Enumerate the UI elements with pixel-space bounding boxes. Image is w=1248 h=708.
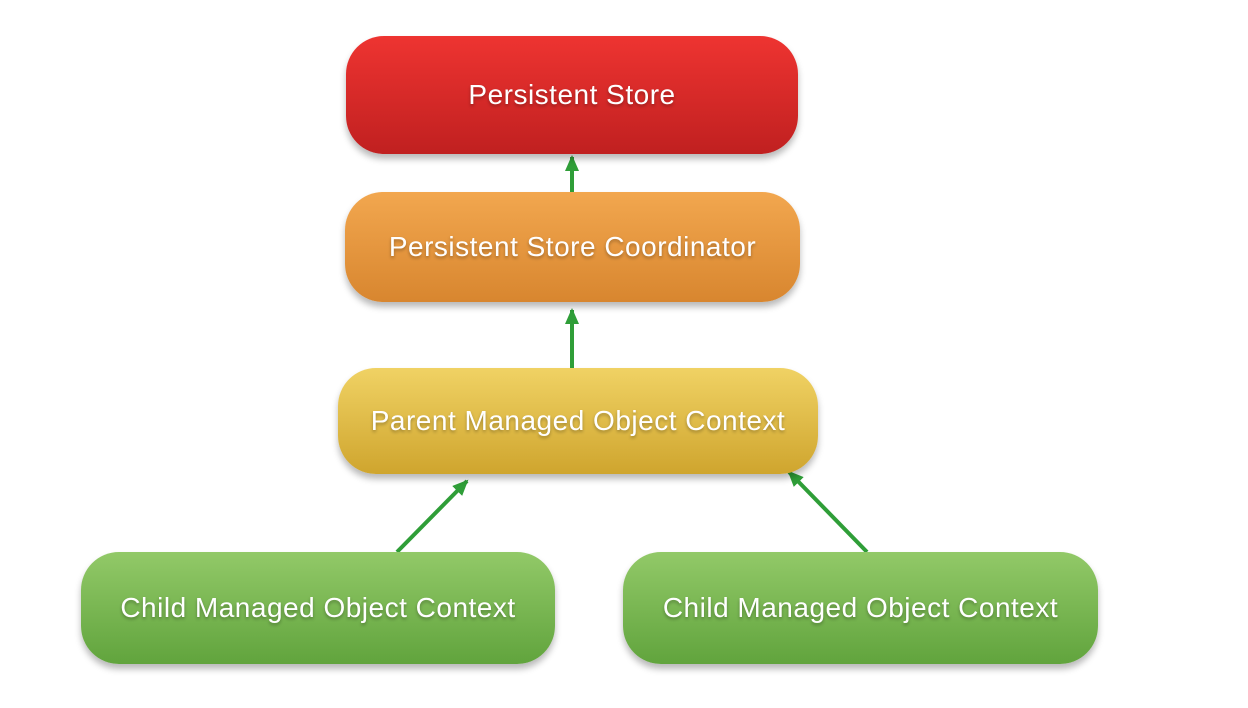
node-child-managed-object-context-left: Child Managed Object Context <box>81 552 555 664</box>
node-persistent-store-coordinator-label: Persistent Store Coordinator <box>388 231 757 262</box>
node-parent-managed-object-context-label: Parent Managed Object Context <box>370 405 786 436</box>
node-persistent-store: Persistent Store <box>346 36 798 154</box>
edge-child-left-to-parent <box>395 479 469 554</box>
node-persistent-store-coordinator: Persistent Store Coordinator <box>345 192 800 302</box>
edge-child-right-to-parent <box>787 470 869 554</box>
node-child-managed-object-context-right: Child Managed Object Context <box>623 552 1098 664</box>
node-persistent-store-label: Persistent Store <box>468 79 676 110</box>
node-child-managed-object-context-right-label: Child Managed Object Context <box>662 592 1059 623</box>
node-child-managed-object-context-left-label: Child Managed Object Context <box>120 592 516 623</box>
node-parent-managed-object-context: Parent Managed Object Context <box>338 368 818 474</box>
